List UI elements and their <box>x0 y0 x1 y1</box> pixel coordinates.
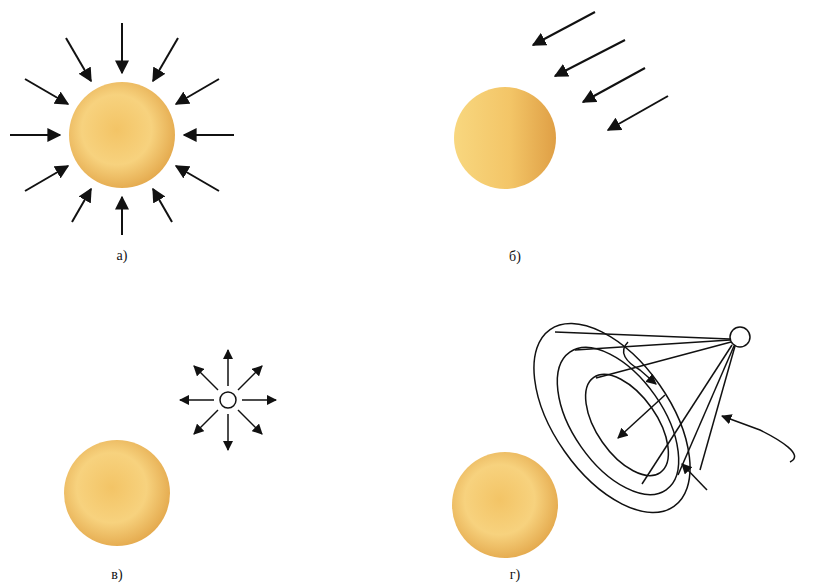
panel-label: б) <box>509 249 521 265</box>
radial-rays <box>180 350 276 450</box>
particle-arrows <box>618 342 795 490</box>
sphere <box>69 82 175 188</box>
sphere <box>452 452 558 558</box>
sphere <box>454 87 556 189</box>
parallel-rays <box>533 12 668 130</box>
point-source <box>220 392 236 408</box>
panel-a <box>10 23 234 235</box>
point-source <box>730 327 750 347</box>
cone <box>503 296 735 539</box>
sphere <box>64 440 170 546</box>
panel-label: а) <box>117 248 128 264</box>
panel-label: г) <box>510 567 520 583</box>
panel-label: в) <box>111 567 122 583</box>
